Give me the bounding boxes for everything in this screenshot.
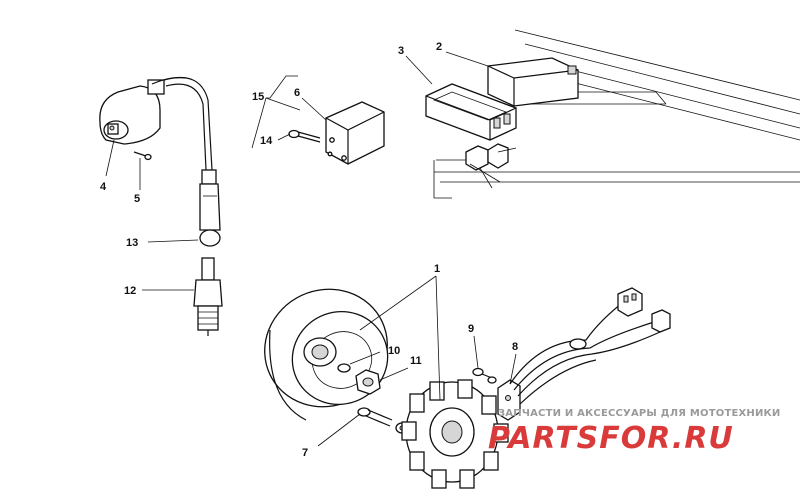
rubber-holder-part-3 [425, 83, 517, 141]
spark-plug-cap-part-13 [199, 169, 221, 247]
callout-8: 8 [512, 341, 518, 353]
callout-1: 1 [434, 263, 440, 275]
bolt-part-7 [357, 407, 409, 434]
callout-2: 2 [436, 41, 442, 53]
leader-lines [105, 51, 517, 447]
callout-14: 14 [260, 135, 273, 147]
callout-9: 9 [468, 323, 474, 335]
screw-part-9 [472, 367, 497, 384]
frame-rails [433, 29, 800, 199]
ignition-coil-part-4 [99, 77, 187, 145]
callout-5: 5 [134, 193, 140, 205]
callout-13: 13 [126, 237, 138, 249]
callout-11: 11 [410, 355, 422, 367]
bracket-part-15 [251, 75, 301, 149]
callout-4: 4 [100, 181, 107, 193]
watermark: ЗАПЧАСТИ И АКСЕССУАРЫ ДЛЯ МОТОТЕХНИКИ PA… [488, 408, 781, 456]
callout-7: 7 [302, 447, 308, 459]
watermark-tagline: ЗАПЧАСТИ И АКСЕССУАРЫ ДЛЯ МОТОТЕХНИКИ [498, 408, 781, 419]
callout-labels: 1 2 3 4 5 6 7 8 9 10 11 12 13 14 15 [100, 41, 518, 459]
stator-part-1 [401, 379, 509, 489]
flywheel-rotor [264, 288, 389, 421]
callout-3: 3 [398, 45, 404, 57]
nut-part-11 [355, 369, 381, 395]
screw-part-5 [133, 151, 152, 161]
screw-part-14 [288, 129, 321, 143]
spark-plug-part-12 [193, 257, 223, 336]
callout-15: 15 [252, 91, 264, 103]
callout-6: 6 [294, 87, 300, 99]
watermark-logo: PARTSFOR.RU [488, 421, 734, 456]
callout-12: 12 [124, 285, 136, 297]
ht-lead [163, 76, 213, 171]
regulator-part-6 [325, 101, 385, 165]
woodruff-key-part-10 [337, 363, 351, 373]
cdi-unit-part-2 [487, 57, 579, 107]
mounting-clips [465, 143, 517, 189]
wiring-harness [509, 287, 671, 405]
callout-10: 10 [388, 345, 400, 357]
